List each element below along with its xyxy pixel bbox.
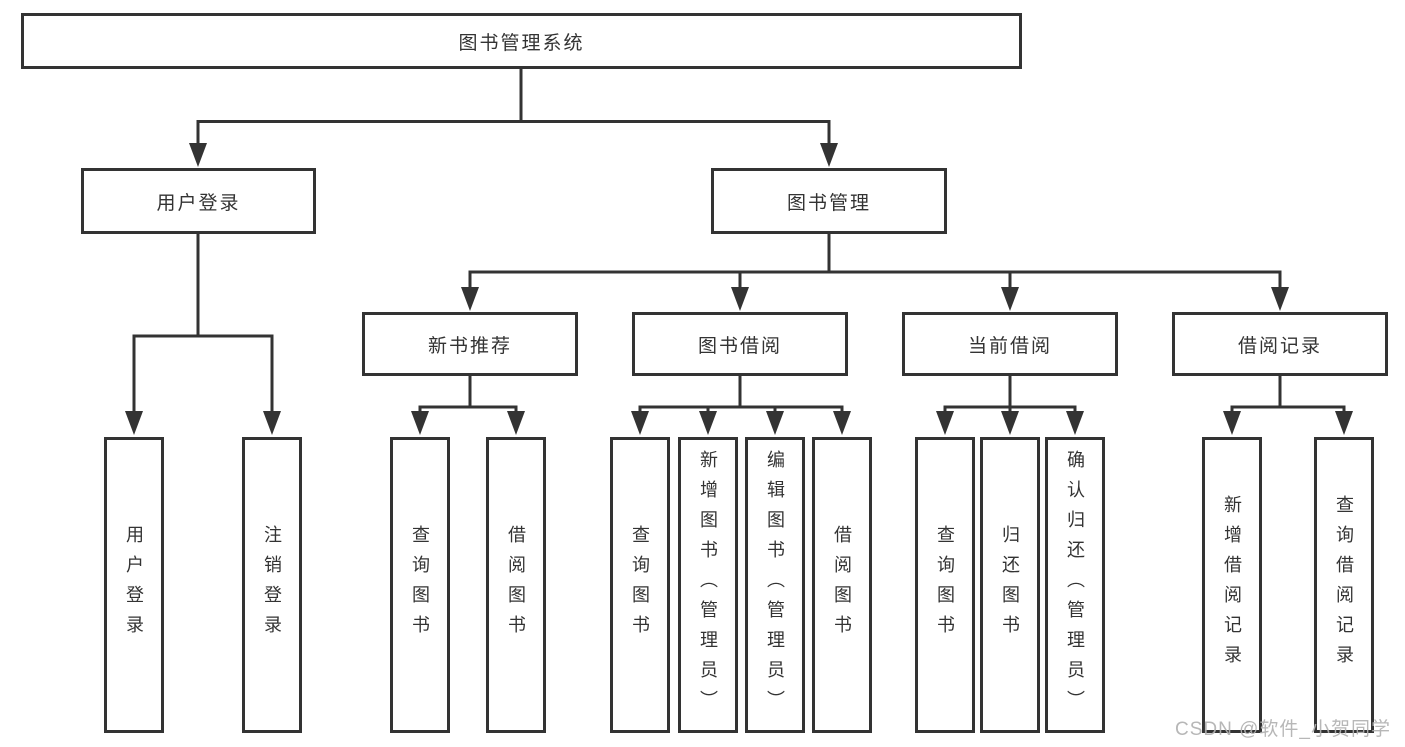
leaf-add-books-admin-label: 新增图书（管理员） xyxy=(698,450,718,720)
leaf-edit-books-admin: 编辑图书（管理员） xyxy=(745,437,805,733)
node-root: 图书管理系统 xyxy=(21,13,1022,69)
leaf-logout-label: 注销登录 xyxy=(262,525,282,645)
leaf-return-books: 归还图书 xyxy=(980,437,1040,733)
leaf-recommend-query-books-label: 查询图书 xyxy=(410,525,430,645)
leaf-borrowing-borrow-books-label: 借阅图书 xyxy=(832,525,852,645)
node-borrowing-records-label: 借阅记录 xyxy=(1237,335,1322,357)
leaf-borrowing-borrow-books: 借阅图书 xyxy=(812,437,872,733)
node-current-borrowing: 当前借阅 xyxy=(902,312,1118,376)
leaf-recommend-borrow-books: 借阅图书 xyxy=(486,437,546,733)
leaf-current-query-books: 查询图书 xyxy=(915,437,975,733)
leaf-add-borrow-record: 新增借阅记录 xyxy=(1202,437,1262,733)
csdn-watermark: CSDN @软件_小贺同学 xyxy=(1175,719,1391,740)
node-borrowing-records: 借阅记录 xyxy=(1172,312,1388,376)
leaf-recommend-borrow-books-label: 借阅图书 xyxy=(506,525,526,645)
leaf-user-login-label: 用户登录 xyxy=(124,525,144,645)
node-book-borrowing: 图书借阅 xyxy=(632,312,848,376)
node-book-management-label: 图书管理 xyxy=(786,192,871,214)
node-user-login: 用户登录 xyxy=(81,168,316,234)
leaf-borrowing-query-books-label: 查询图书 xyxy=(630,525,650,645)
node-root-label: 图书管理系统 xyxy=(458,32,585,54)
leaf-recommend-query-books: 查询图书 xyxy=(390,437,450,733)
node-book-borrowing-label: 图书借阅 xyxy=(697,335,782,357)
leaf-add-borrow-record-label: 新增借阅记录 xyxy=(1222,495,1242,675)
leaf-logout: 注销登录 xyxy=(242,437,302,733)
leaf-edit-books-admin-label: 编辑图书（管理员） xyxy=(765,450,785,720)
node-new-book-recommend-label: 新书推荐 xyxy=(427,335,512,357)
leaf-query-borrow-record-label: 查询借阅记录 xyxy=(1334,495,1354,675)
leaf-confirm-return-admin: 确认归还（管理员） xyxy=(1045,437,1105,733)
leaf-current-query-books-label: 查询图书 xyxy=(935,525,955,645)
node-book-management: 图书管理 xyxy=(711,168,947,234)
leaf-confirm-return-admin-label: 确认归还（管理员） xyxy=(1065,450,1085,720)
leaf-return-books-label: 归还图书 xyxy=(1000,525,1020,645)
node-new-book-recommend: 新书推荐 xyxy=(362,312,578,376)
leaf-borrowing-query-books: 查询图书 xyxy=(610,437,670,733)
node-user-login-label: 用户登录 xyxy=(156,192,241,214)
leaf-add-books-admin: 新增图书（管理员） xyxy=(678,437,738,733)
arrowheads xyxy=(125,143,1353,435)
node-current-borrowing-label: 当前借阅 xyxy=(967,335,1052,357)
leaf-user-login: 用户登录 xyxy=(104,437,164,733)
leaf-query-borrow-record: 查询借阅记录 xyxy=(1314,437,1374,733)
